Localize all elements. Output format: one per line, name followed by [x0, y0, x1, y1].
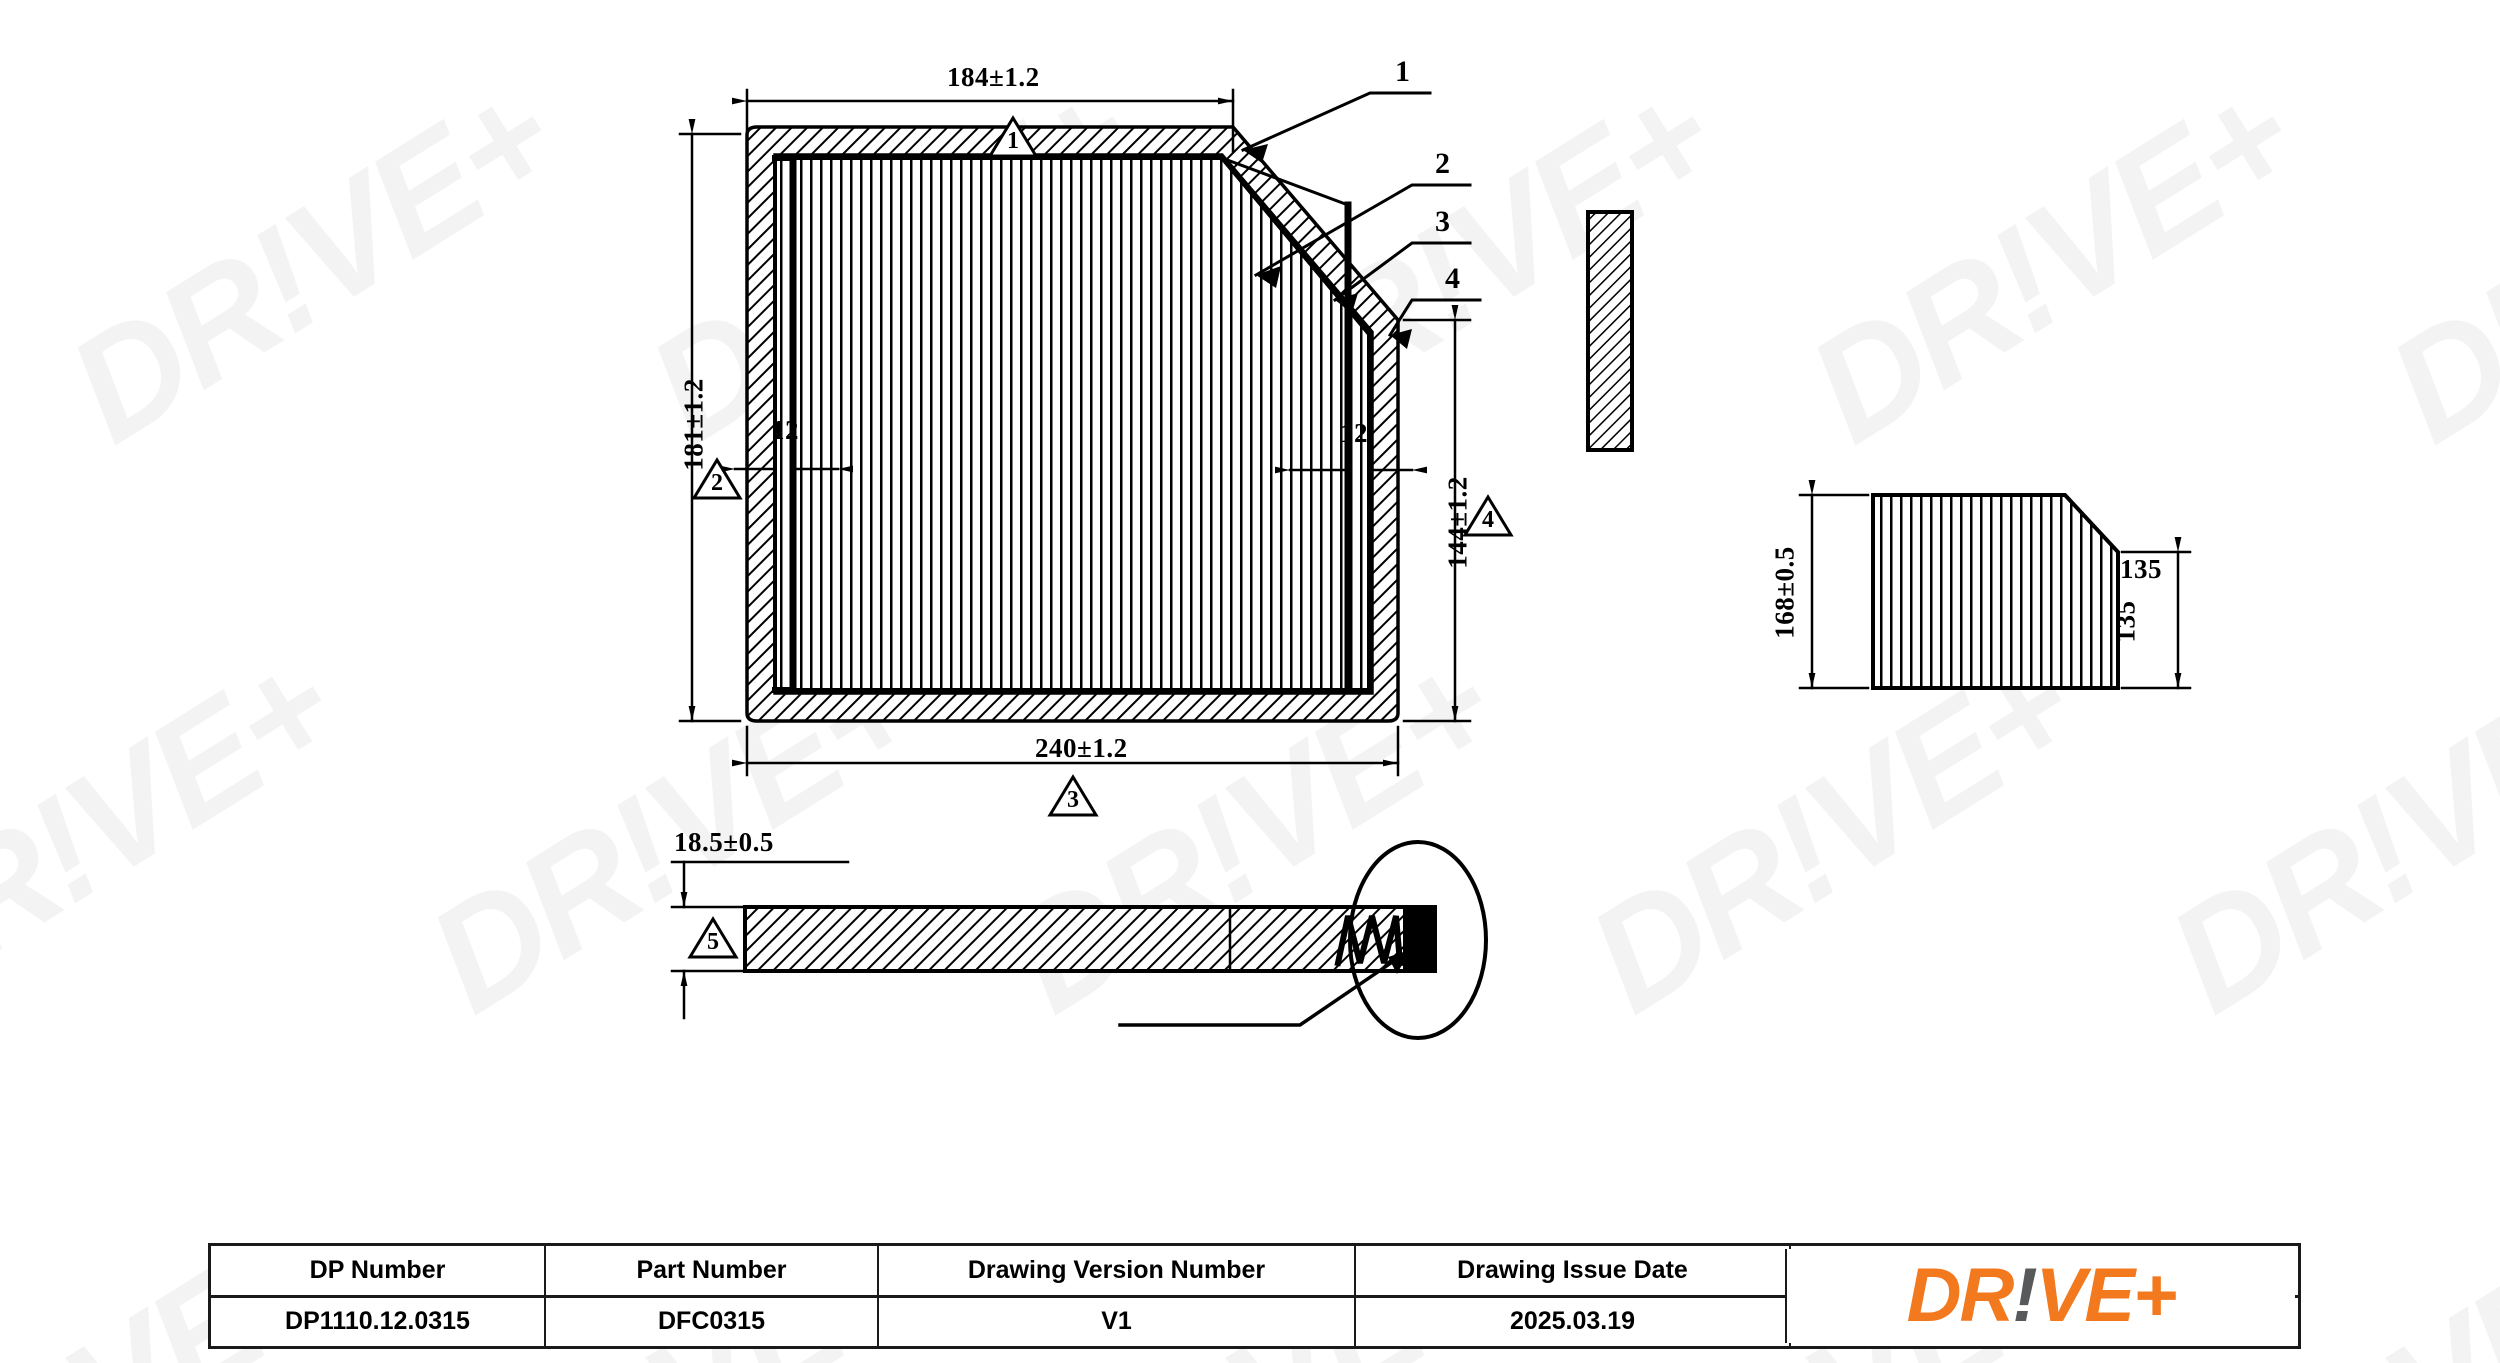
value-drawing-version-number: V1: [879, 1297, 1356, 1346]
brand-logo-text: DR!VE+: [1906, 1253, 2178, 1338]
balloon-4-label: 4: [1482, 507, 1494, 533]
brand-logo: DR!VE+: [1785, 1249, 2295, 1343]
balloon-4: 4: [1465, 497, 1511, 535]
dim-left-height: [678, 119, 742, 723]
balloon-5: 5: [690, 919, 736, 957]
balloon-1: 1: [990, 118, 1036, 156]
dim-side-short-height: [2120, 537, 2192, 690]
brand-logo-exclamation-icon: !: [2012, 1253, 2037, 1338]
filter-side-profile: [1586, 210, 1634, 452]
dim-label-top-width: 184±1.2: [947, 62, 1040, 92]
balloon-2: 2: [694, 460, 740, 498]
title-block: DP Number Part Number Drawing Version Nu…: [208, 1243, 2301, 1349]
dim-side-height: [1798, 480, 1870, 690]
dim-label-side-height: 168±0.5: [1769, 546, 1800, 639]
header-part-number: Part Number: [546, 1246, 879, 1295]
brand-logo-part1: DR: [1906, 1253, 2015, 1338]
filter-front-view: [745, 125, 1400, 723]
header-drawing-version-number: Drawing Version Number: [879, 1246, 1356, 1295]
leader-label-4: 4: [1445, 262, 1460, 295]
leader-label-2: 2: [1435, 147, 1450, 180]
value-part-number: DFC0315: [546, 1297, 879, 1346]
dim-label-profile-thickness: 18.5±0.5: [674, 827, 774, 857]
leader-lines: [1241, 91, 1482, 338]
balloon-2-label: 2: [711, 470, 723, 496]
dim-label-inset-left: 12: [771, 415, 799, 445]
dim-label-side-short-height-v: 135: [2110, 600, 2141, 643]
leader-label-3: 3: [1435, 205, 1450, 238]
balloon-triangles: [687, 115, 1514, 959]
dim-bottom-width: [732, 725, 1400, 777]
header-dp-number: DP Number: [211, 1246, 546, 1295]
filter-pleat-view: [1871, 493, 2120, 690]
value-drawing-issue-date: 2025.03.19: [1356, 1297, 1791, 1346]
value-dp-number: DP1110.12.0315: [211, 1297, 546, 1346]
leader-label-1: 1: [1395, 55, 1410, 88]
dim-label-inset-right: 12: [1340, 418, 1368, 448]
dim-profile-thickness: [670, 860, 850, 1020]
balloon-1-label: 1: [1007, 128, 1019, 154]
filter-section-view: [743, 840, 1488, 1040]
header-drawing-issue-date: Drawing Issue Date: [1356, 1246, 1791, 1295]
balloon-5-label: 5: [707, 929, 719, 955]
brand-logo-part3: VE+: [2035, 1253, 2178, 1338]
balloon-3-label: 3: [1067, 787, 1079, 813]
leader-arrowheads: [1243, 144, 1412, 349]
dim-top-width: [732, 88, 1235, 154]
balloon-3: 3: [1050, 777, 1096, 815]
title-block-header-row: DP Number Part Number Drawing Version Nu…: [211, 1246, 2298, 1298]
dim-label-side-short-height: 135: [2120, 554, 2162, 584]
dim-right-height: [1402, 305, 1472, 723]
dim-label-bottom-width: 240±1.2: [1035, 733, 1128, 763]
